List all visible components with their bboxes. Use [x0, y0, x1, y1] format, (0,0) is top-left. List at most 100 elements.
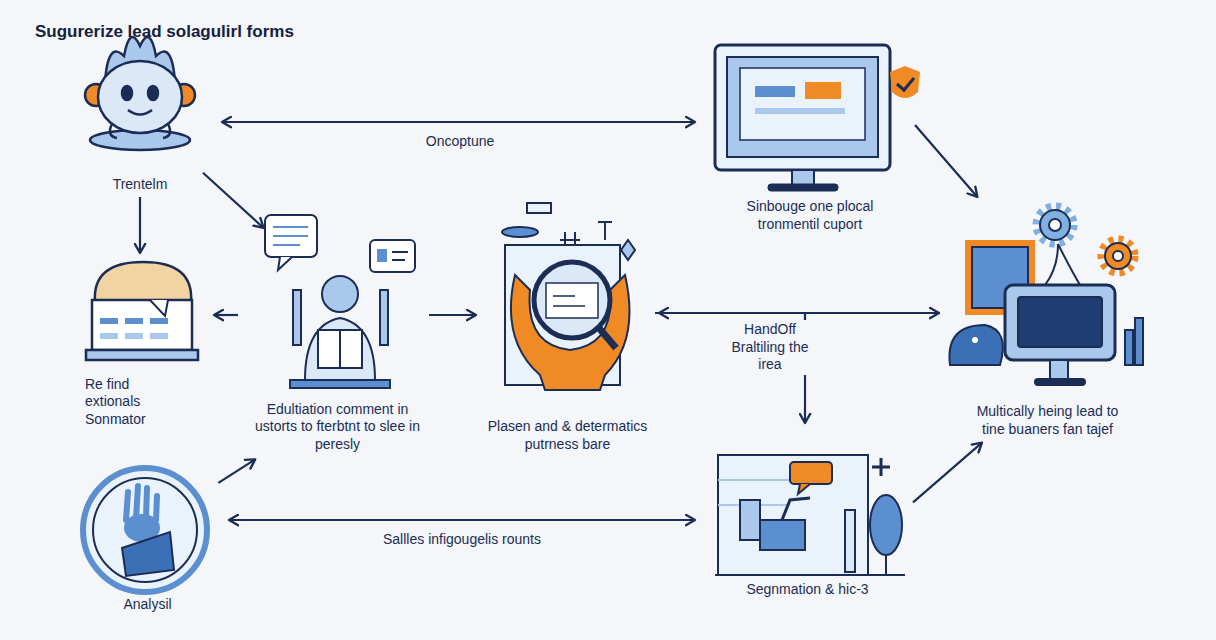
flow-arrow	[218, 459, 255, 483]
monitor-icon	[715, 45, 890, 170]
workstation-icon	[1113, 251, 1123, 261]
flow-arrow	[203, 173, 264, 228]
archive-box	[150, 333, 168, 339]
workstation-icon	[949, 206, 1143, 385]
workstation-icon	[1135, 318, 1143, 365]
node-text: Trentelm	[85, 176, 195, 194]
workstation-icon	[1018, 297, 1102, 347]
archive-box	[100, 333, 118, 339]
workstation-icon	[1036, 206, 1074, 244]
archive-box	[92, 300, 192, 350]
illustrated-node: Re find extionals Sonmator	[75, 255, 210, 430]
workstation-icon	[949, 325, 1002, 365]
flow-arrow	[429, 314, 476, 316]
workstation-icon	[1101, 239, 1135, 273]
node-text: Sinbouge one plocal tronmentil cuport	[725, 198, 895, 233]
segmentation-scene	[740, 500, 760, 540]
illustrated-node: Analysil	[80, 445, 215, 615]
shield-badge	[897, 78, 914, 90]
flow-arrow	[222, 121, 695, 123]
archive-box	[150, 300, 168, 316]
illustrated-node: Edultiation comment in ustorts to fterbt…	[250, 232, 425, 455]
workstation-icon	[1125, 330, 1133, 365]
mascot-figure	[110, 124, 170, 138]
segmentation-scene	[872, 458, 890, 476]
flow-arrow	[913, 443, 982, 503]
magnifier-hands	[546, 283, 598, 318]
diagram-title: Sugurerize lead solagulirl forms	[35, 22, 294, 42]
segmentation-scene	[845, 510, 855, 572]
monitor-icon	[792, 170, 814, 185]
workstation-icon	[1045, 244, 1080, 285]
reader-figure	[265, 215, 415, 388]
reader-figure	[339, 330, 341, 368]
reader-figure	[273, 227, 308, 245]
edge-label: HandOff Braltiling the irea	[717, 320, 823, 375]
monitor-icon	[755, 108, 845, 114]
magnifier-hands	[502, 203, 635, 390]
mascot-figure	[122, 86, 132, 100]
mascot-figure	[85, 37, 195, 150]
illustrated-node: Sinbouge one plocal tronmentil cuport	[705, 40, 915, 235]
segmentation-scene	[798, 484, 810, 494]
magnifier-hands	[599, 328, 616, 348]
shield-badge	[890, 66, 920, 98]
magnifier-hands	[534, 262, 610, 338]
node-text: Analysil	[88, 596, 208, 614]
analysis-badge	[93, 478, 197, 582]
monitor-icon	[715, 45, 890, 191]
workstation-icon	[1005, 285, 1115, 360]
illustrated-node: Trentelm	[80, 15, 200, 195]
archive-box	[86, 262, 198, 360]
workstation-icon	[972, 337, 978, 343]
analysis-badge	[83, 468, 207, 592]
segmentation-scene	[715, 555, 905, 575]
segmentation-scene	[718, 455, 868, 575]
node-text: Plasen and & determatics putrness bare	[485, 418, 650, 453]
flow-arrow	[229, 519, 695, 521]
mascot-figure	[98, 61, 182, 133]
monitor-icon	[727, 57, 878, 157]
archive-box	[86, 350, 198, 360]
mascot-figure	[128, 110, 152, 115]
monitor-icon	[755, 86, 795, 97]
reader-figure	[305, 318, 375, 380]
magnifier-hands	[502, 227, 538, 237]
workstation-icon	[1040, 210, 1070, 240]
segmentation-scene	[715, 455, 905, 575]
mascot-figure	[148, 86, 158, 100]
segmentation-scene	[790, 462, 832, 484]
node-text: Edultiation comment in ustorts to fterbt…	[255, 401, 420, 454]
edge-label: Oncoptune	[397, 132, 523, 152]
monitor-icon	[805, 82, 841, 99]
illustrated-node: Plasen and & determatics putrness bare	[480, 195, 655, 455]
segmentation-scene	[760, 520, 805, 550]
node-text: Segnmation & hic-3	[708, 581, 908, 599]
archive-box	[100, 318, 118, 324]
workstation-icon	[1035, 379, 1085, 385]
reader-figure	[370, 240, 415, 272]
reader-figure	[318, 330, 362, 368]
node-text: Multically heing lead to tine buaners fa…	[973, 403, 1123, 438]
magnifier-hands	[553, 296, 585, 306]
edge-label: Sallles infigougelis rounts	[349, 530, 575, 550]
reader-figure	[290, 380, 390, 388]
reader-figure	[278, 257, 292, 270]
reader-figure	[265, 215, 317, 257]
illustrated-node: Segnmation & hic-3	[705, 425, 910, 600]
flow-arrow	[214, 314, 238, 316]
reader-figure	[380, 290, 388, 345]
archive-box	[150, 318, 168, 324]
magnifier-hands	[527, 203, 551, 213]
flow-arrow	[915, 125, 977, 197]
archive-box	[125, 318, 143, 324]
workstation-icon	[1105, 243, 1131, 269]
monitor-icon	[768, 184, 838, 191]
reader-figure	[392, 252, 408, 260]
segmentation-scene	[870, 495, 902, 555]
workstation-icon	[1050, 360, 1068, 380]
